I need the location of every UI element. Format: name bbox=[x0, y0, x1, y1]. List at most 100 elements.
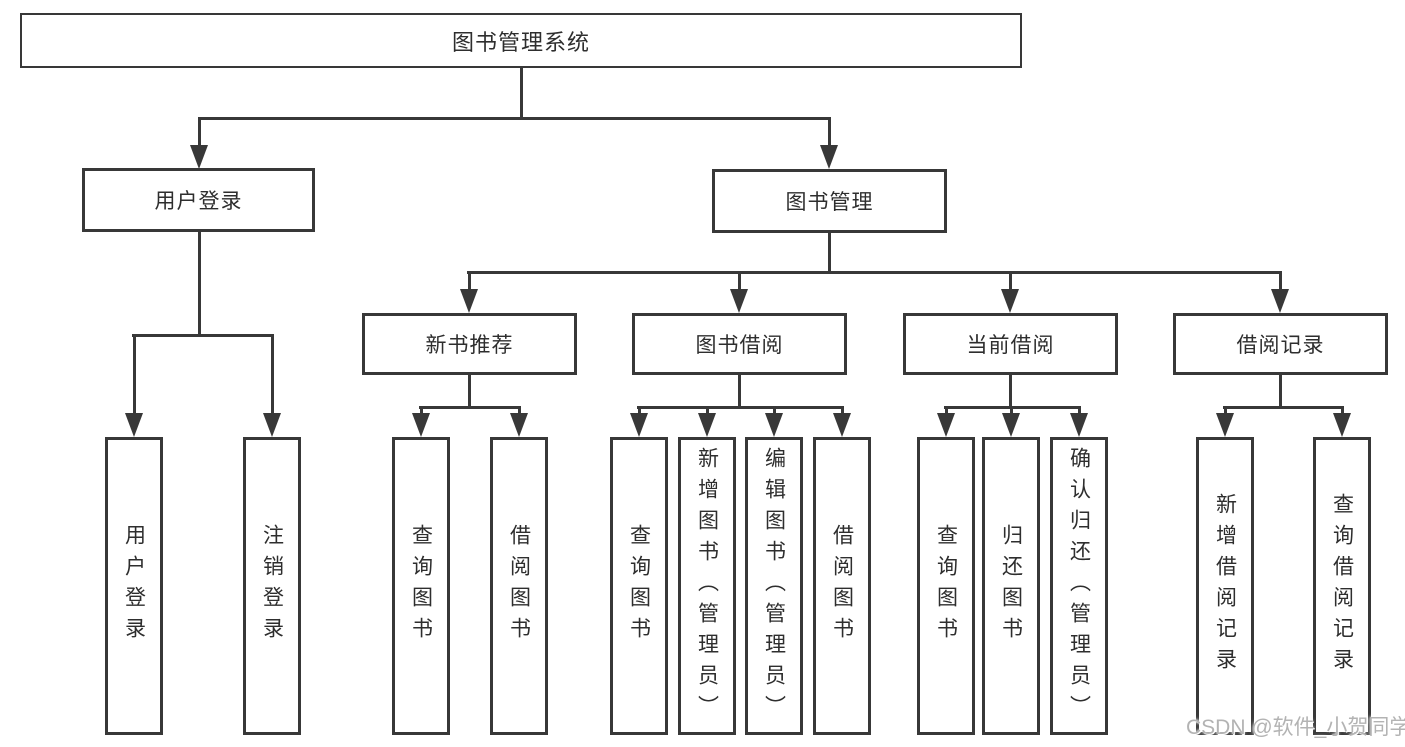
arrowhead-down-icon bbox=[1271, 289, 1289, 313]
connector-hline bbox=[637, 406, 844, 409]
arrow-stem bbox=[840, 406, 844, 413]
node-library-management-system: 图书管理系统 bbox=[20, 13, 1022, 68]
arrow-connector bbox=[412, 406, 430, 437]
connector-vline bbox=[520, 66, 523, 119]
arrow-connector bbox=[937, 406, 955, 437]
leaf-label: 查询图书 bbox=[409, 524, 434, 648]
arrow-connector bbox=[190, 117, 208, 169]
arrow-connector bbox=[698, 406, 716, 437]
connector-vline bbox=[828, 233, 831, 274]
arrow-stem bbox=[944, 406, 948, 413]
leaf-edit-books-admin: 编辑图书（管理员） bbox=[745, 437, 803, 735]
arrow-stem bbox=[270, 334, 274, 413]
node-label: 借阅记录 bbox=[1236, 333, 1325, 357]
connector-vline bbox=[1009, 375, 1012, 409]
connector-hline bbox=[1223, 406, 1344, 409]
leaf-label: 借阅图书 bbox=[507, 524, 532, 648]
arrowhead-down-icon bbox=[630, 413, 648, 437]
arrow-stem bbox=[132, 334, 136, 413]
leaf-label: 编辑图书（管理员） bbox=[762, 446, 787, 726]
leaf-label: 用户登录 bbox=[122, 524, 147, 648]
arrowhead-down-icon bbox=[698, 413, 716, 437]
arrow-stem bbox=[419, 406, 423, 413]
leaf-logout-login: 注销登录 bbox=[243, 437, 301, 735]
connector-hline bbox=[198, 117, 831, 120]
connector-vline bbox=[198, 232, 201, 337]
node-label: 新书推荐 bbox=[425, 333, 514, 357]
arrow-connector bbox=[510, 406, 528, 437]
arrow-connector bbox=[1333, 406, 1351, 437]
node-borrowing-records: 借阅记录 bbox=[1173, 313, 1388, 375]
arrow-connector bbox=[263, 334, 281, 437]
arrow-stem bbox=[517, 406, 521, 413]
connector-vline bbox=[1279, 375, 1282, 409]
arrow-stem bbox=[827, 117, 831, 145]
arrow-connector bbox=[1216, 406, 1234, 437]
arrowhead-down-icon bbox=[833, 413, 851, 437]
connector-vline bbox=[738, 375, 741, 409]
connector-hline bbox=[419, 406, 521, 409]
arrowhead-down-icon bbox=[1216, 413, 1234, 437]
arrowhead-down-icon bbox=[412, 413, 430, 437]
arrow-stem bbox=[772, 406, 776, 413]
node-label: 图书借阅 bbox=[695, 333, 784, 357]
arrowhead-down-icon bbox=[1001, 289, 1019, 313]
leaf-add-books-admin: 新增图书（管理员） bbox=[678, 437, 736, 735]
arrowhead-down-icon bbox=[263, 413, 281, 437]
leaf-label: 确认归还（管理员） bbox=[1067, 446, 1092, 726]
leaf-user-login: 用户登录 bbox=[105, 437, 163, 735]
arrow-stem bbox=[1077, 406, 1081, 413]
arrowhead-down-icon bbox=[510, 413, 528, 437]
node-label: 图书管理系统 bbox=[451, 29, 590, 55]
arrow-stem bbox=[737, 271, 741, 289]
arrowhead-down-icon bbox=[190, 145, 208, 169]
arrow-connector bbox=[1001, 271, 1019, 313]
leaf-label: 查询图书 bbox=[934, 524, 959, 648]
leaf-return-books: 归还图书 bbox=[982, 437, 1040, 735]
leaf-label: 借阅图书 bbox=[830, 524, 855, 648]
arrow-connector bbox=[833, 406, 851, 437]
arrow-stem bbox=[1008, 271, 1012, 289]
connector-hline bbox=[467, 271, 1282, 274]
arrow-stem bbox=[1278, 271, 1282, 289]
leaf-label: 查询借阅记录 bbox=[1330, 493, 1355, 679]
arrow-connector bbox=[125, 334, 143, 437]
csdn-watermark: CSDN @软件_小贺同学 bbox=[1186, 716, 1405, 739]
leaf-query-borrow-record: 查询借阅记录 bbox=[1313, 437, 1371, 735]
node-current-borrowing: 当前借阅 bbox=[903, 313, 1118, 375]
leaf-confirm-return-admin: 确认归还（管理员） bbox=[1050, 437, 1108, 735]
arrowhead-down-icon bbox=[1070, 413, 1088, 437]
arrowhead-down-icon bbox=[937, 413, 955, 437]
leaf-borrow-books: 借阅图书 bbox=[813, 437, 871, 735]
leaf-label: 归还图书 bbox=[999, 524, 1024, 648]
node-label: 当前借阅 bbox=[966, 333, 1055, 357]
arrow-stem bbox=[705, 406, 709, 413]
arrow-connector bbox=[1070, 406, 1088, 437]
node-book-management: 图书管理 bbox=[712, 169, 947, 233]
arrow-stem bbox=[467, 271, 471, 289]
arrowhead-down-icon bbox=[730, 289, 748, 313]
arrow-connector bbox=[820, 117, 838, 169]
arrow-connector bbox=[460, 271, 478, 313]
arrow-stem bbox=[637, 406, 641, 413]
arrow-connector bbox=[730, 271, 748, 313]
node-new-book-recommend: 新书推荐 bbox=[362, 313, 577, 375]
leaf-query-books-recommend: 查询图书 bbox=[392, 437, 450, 735]
connector-vline bbox=[468, 375, 471, 409]
node-label: 图书管理 bbox=[785, 190, 874, 214]
leaf-query-books-current: 查询图书 bbox=[917, 437, 975, 735]
arrowhead-down-icon bbox=[1333, 413, 1351, 437]
arrowhead-down-icon bbox=[820, 145, 838, 169]
node-label: 用户登录 bbox=[154, 189, 243, 213]
node-book-borrowing: 图书借阅 bbox=[632, 313, 847, 375]
arrow-connector bbox=[1271, 271, 1289, 313]
arrow-connector bbox=[1002, 406, 1020, 437]
arrow-stem bbox=[1223, 406, 1227, 413]
arrow-stem bbox=[1009, 406, 1013, 413]
arrow-connector bbox=[630, 406, 648, 437]
leaf-add-borrow-record: 新增借阅记录 bbox=[1196, 437, 1254, 735]
leaf-label: 查询图书 bbox=[627, 524, 652, 648]
arrowhead-down-icon bbox=[460, 289, 478, 313]
arrow-stem bbox=[1340, 406, 1344, 413]
